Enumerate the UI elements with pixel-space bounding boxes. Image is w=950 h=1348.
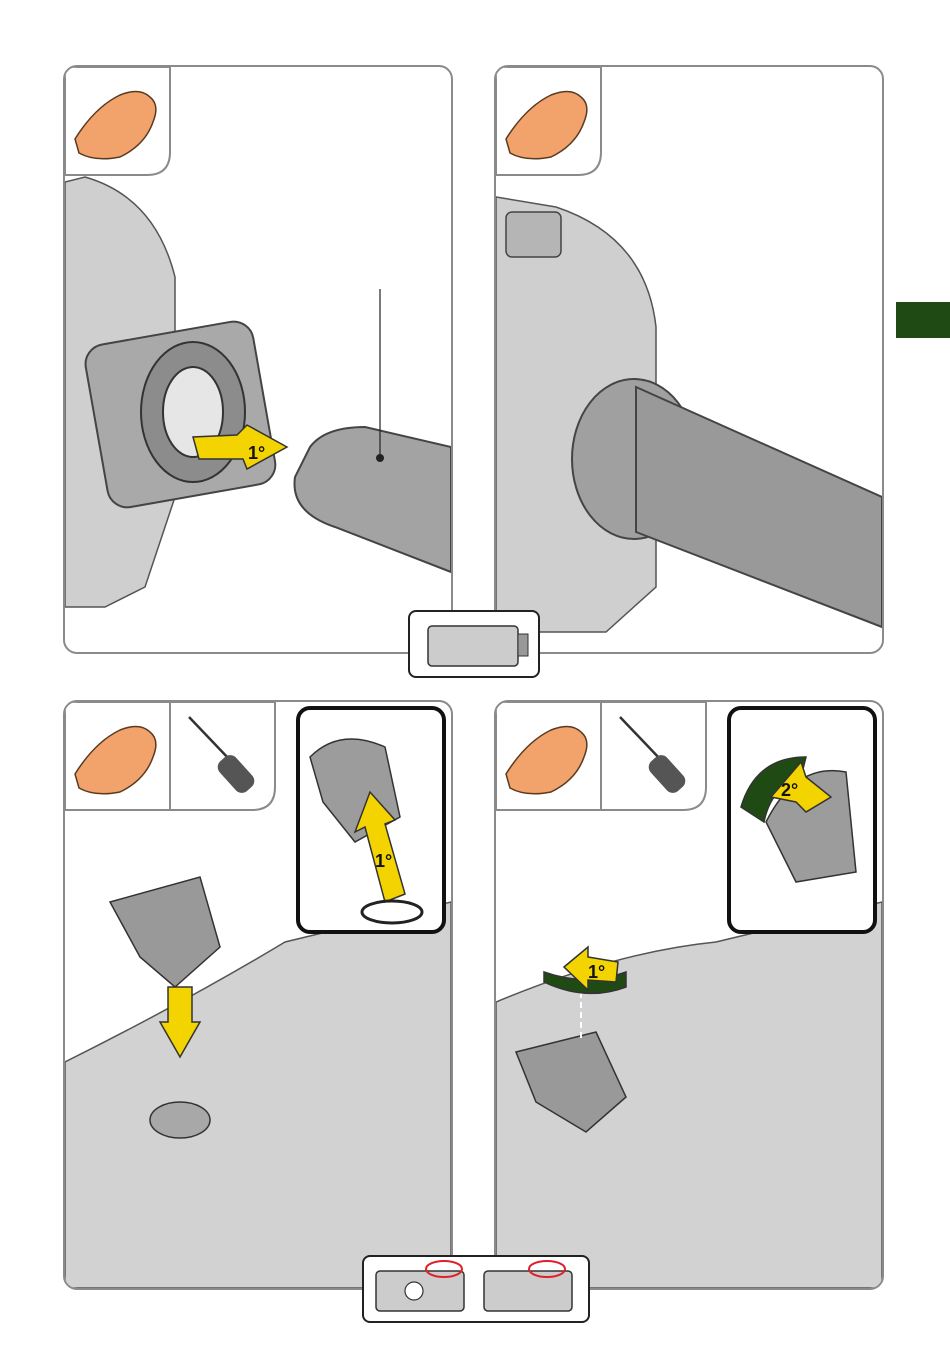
- rotate-arrow-label: 1°: [588, 962, 605, 982]
- thumbnail-illustration: [364, 1257, 588, 1321]
- pump-body: [65, 902, 451, 1288]
- pump-thumbnail-1: [408, 610, 540, 678]
- step1-illustration: 1°: [65, 67, 451, 652]
- connected-pipe: [636, 387, 882, 627]
- inset-arrow-label: 2°: [781, 780, 798, 800]
- step-panel-1: 1°: [63, 65, 453, 654]
- pump-outlet: [150, 1102, 210, 1138]
- step-panel-4: 1° 2°: [494, 700, 884, 1290]
- elbow-fitting: [110, 877, 220, 987]
- inset-arrow-label: 1°: [375, 851, 392, 871]
- step4-illustration: 1° 2°: [496, 702, 882, 1288]
- arrow-label-1: 1°: [248, 443, 265, 463]
- step-panel-3: 1°: [63, 700, 453, 1290]
- pump-top-cap: [506, 212, 561, 257]
- section-tab: [896, 302, 950, 338]
- step2-illustration: [496, 67, 882, 652]
- step-panel-2: [494, 65, 884, 654]
- step3-illustration: 1°: [65, 702, 451, 1288]
- thumbnail-illustration: [410, 612, 538, 676]
- pump-thumbnail-2: [362, 1255, 590, 1323]
- pipe: [295, 427, 452, 572]
- callout-dot: [376, 454, 384, 462]
